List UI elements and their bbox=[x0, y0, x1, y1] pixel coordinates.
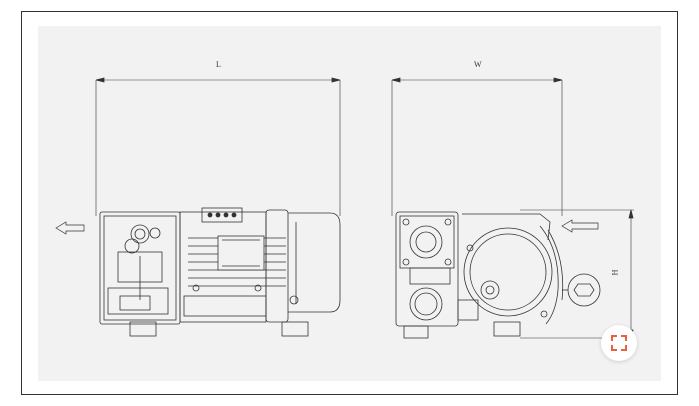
expand-icon bbox=[611, 335, 627, 351]
width-dimension-label: W bbox=[474, 60, 482, 69]
front-view bbox=[391, 77, 634, 339]
side-view bbox=[55, 77, 341, 337]
length-dimension-label: L bbox=[216, 60, 221, 69]
height-dimension-label: H bbox=[610, 269, 620, 276]
fullscreen-button[interactable] bbox=[601, 325, 637, 361]
